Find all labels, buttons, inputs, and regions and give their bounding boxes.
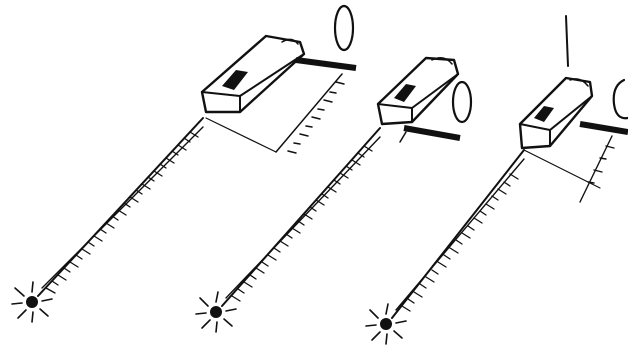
tape-rule-edge: [222, 128, 380, 306]
extra-mark-one: [566, 16, 568, 66]
zero-label-right: 0: [0, 0, 628, 118]
reference-scale: [580, 136, 614, 202]
light-burst-icon: [366, 304, 406, 344]
reference-scale-stub: [400, 132, 406, 142]
tape-measure-body: [378, 58, 458, 124]
reference-bar: [580, 124, 628, 132]
tape-ticks: [402, 174, 518, 311]
reference-baseline: [206, 118, 276, 152]
tape-rule-edge-lower: [42, 127, 203, 288]
panel-middle: 0: [0, 0, 471, 332]
reference-baseline: [524, 150, 600, 188]
reference-bar: [404, 128, 460, 138]
tape-rule-edge: [392, 150, 524, 318]
panel-left: 0: [0, 0, 356, 322]
tape-measure-body: [520, 78, 592, 148]
tape-rule-edge-lower: [226, 137, 380, 298]
tape-ticks: [232, 146, 372, 301]
tape-ticks: [46, 132, 198, 293]
zero-label-middle: 0: [0, 0, 471, 122]
tape-measure-body: [202, 36, 304, 112]
tape-window-icon: [222, 70, 248, 90]
reference-scale: [276, 74, 344, 153]
reference-bar: [296, 60, 356, 68]
tape-rule-edge-lower: [396, 159, 524, 310]
